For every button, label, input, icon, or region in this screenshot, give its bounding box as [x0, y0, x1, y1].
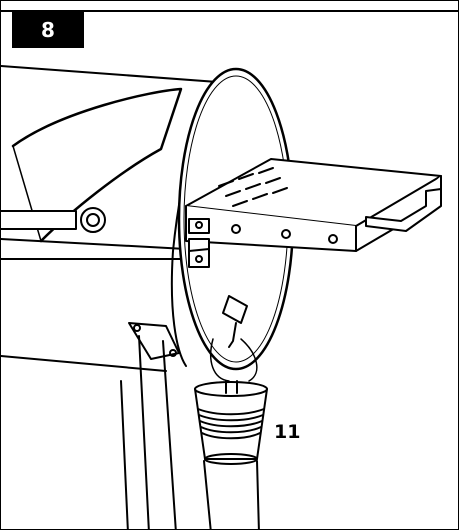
- step-number-badge: 8: [12, 12, 84, 48]
- grease-bucket: [194, 338, 268, 465]
- grill-barrel: [1, 65, 232, 372]
- grill-legs: [120, 322, 260, 529]
- towel-bar: [365, 188, 442, 232]
- shelf-latch: [188, 218, 210, 268]
- lid-handle: [1, 207, 106, 233]
- side-shelf: [185, 158, 442, 252]
- bucket-hook: [222, 295, 248, 348]
- callout-label: 11: [274, 421, 301, 443]
